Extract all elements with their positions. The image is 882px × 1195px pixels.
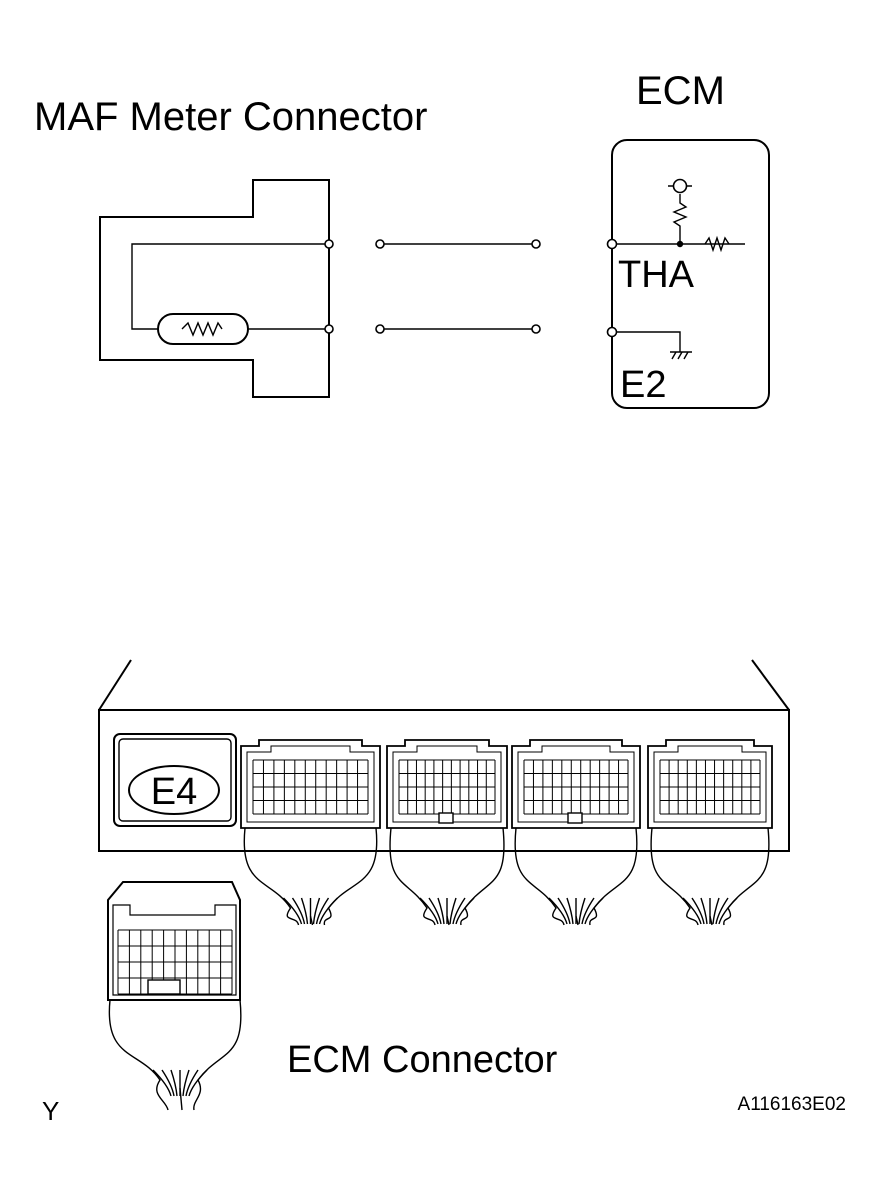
corner-mark: Y bbox=[42, 1096, 59, 1126]
resistor-icon bbox=[181, 321, 223, 337]
connector-code-badge bbox=[128, 765, 220, 815]
figure-id: A116163E02 bbox=[738, 1094, 846, 1115]
input-resistor-icon bbox=[704, 235, 730, 253]
pullup-resistor-icon bbox=[672, 194, 688, 244]
ecm-socket-1 bbox=[240, 739, 381, 926]
harness-wire-e2 bbox=[375, 324, 541, 334]
e4-connector-plug bbox=[107, 881, 242, 1111]
ecm-socket-2 bbox=[386, 739, 508, 926]
ecm-pin-e2 bbox=[606, 326, 618, 338]
ground-icon bbox=[670, 351, 692, 360]
harness-wire-tha bbox=[375, 239, 541, 249]
ecm-sockets bbox=[240, 739, 773, 926]
e2-terminal-label: E2 bbox=[620, 364, 666, 406]
connector-code-label: E4 bbox=[151, 771, 197, 813]
ecm-title: ECM bbox=[636, 69, 725, 113]
ecm-socket-3 bbox=[511, 739, 641, 926]
ecm-block bbox=[606, 139, 770, 409]
ecm-pin-tha bbox=[606, 238, 618, 250]
maf-meter-connector bbox=[99, 179, 334, 398]
ecm-socket-4 bbox=[647, 739, 773, 926]
maf-pin-tha bbox=[324, 239, 334, 249]
ecm-connector-caption: ECM Connector bbox=[287, 1039, 558, 1081]
supply-terminal-icon bbox=[672, 178, 688, 194]
thermistor-element bbox=[157, 313, 249, 345]
maf-meter-connector-title: MAF Meter Connector bbox=[34, 95, 427, 139]
maf-pin-e2 bbox=[324, 324, 334, 334]
tha-terminal-label: THA bbox=[618, 254, 695, 296]
